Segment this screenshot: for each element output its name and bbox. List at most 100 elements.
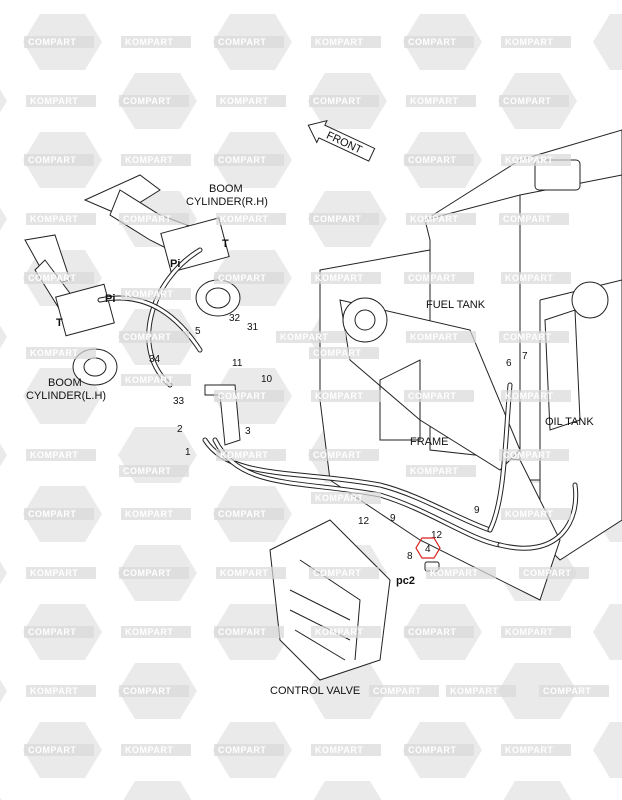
watermark-text: COMPART xyxy=(218,627,266,637)
watermark-band xyxy=(119,465,189,477)
watermark-band xyxy=(24,154,94,166)
watermark-text: COMPART xyxy=(408,155,456,165)
watermark-shape xyxy=(0,207,7,231)
callout-9a: 9 xyxy=(390,513,396,524)
watermark-band xyxy=(404,272,474,284)
watermark-text: KOMPART xyxy=(30,568,78,578)
watermark-text: COMPART xyxy=(503,96,551,106)
label-boom-lh-1: BOOM xyxy=(48,377,82,389)
label-boom-rh-2: CYLINDER(R.H) xyxy=(186,196,268,208)
watermark-shape xyxy=(0,797,2,800)
watermark-shape xyxy=(0,561,7,585)
port-t-lh: T xyxy=(56,317,63,329)
watermark-band xyxy=(216,95,286,107)
watermark-text: KOMPART xyxy=(280,332,328,342)
watermark-band xyxy=(214,154,284,166)
watermark-shape xyxy=(0,325,7,349)
watermark-band xyxy=(519,567,589,579)
watermark-text: KOMPART xyxy=(125,627,173,637)
watermark-text: KOMPART xyxy=(30,348,78,358)
watermark-shape xyxy=(593,604,622,660)
watermark-band xyxy=(214,36,284,48)
port-t-rh: T xyxy=(222,238,229,250)
watermark-band xyxy=(121,374,191,386)
watermark-text: COMPART xyxy=(123,214,171,224)
callout-4: 4 xyxy=(425,544,431,555)
watermark-band xyxy=(406,95,476,107)
port-pi-lh: Pi xyxy=(105,293,115,305)
watermark-text: COMPART xyxy=(28,37,76,47)
callout-7: 7 xyxy=(522,351,528,362)
watermark-band xyxy=(24,36,94,48)
callout-2: 2 xyxy=(177,424,183,435)
watermark-text: KOMPART xyxy=(220,96,268,106)
watermark-band xyxy=(24,508,94,520)
machine-frame-drawing xyxy=(319,129,622,601)
watermark-shape xyxy=(0,89,7,113)
watermark-text: COMPART xyxy=(123,466,171,476)
watermark-band xyxy=(121,36,191,48)
watermark-text: COMPART xyxy=(408,627,456,637)
port-pc2: pc2 xyxy=(396,575,415,587)
watermark-band xyxy=(499,331,569,343)
watermark-text: COMPART xyxy=(408,37,456,47)
watermark-text: COMPART xyxy=(28,745,76,755)
watermark-text: COMPART xyxy=(218,37,266,47)
watermark-band xyxy=(309,95,379,107)
watermark-text: KOMPART xyxy=(315,273,363,283)
watermark-band xyxy=(406,331,476,343)
watermark-band xyxy=(119,213,189,225)
callout-6: 6 xyxy=(506,358,512,369)
watermark-band xyxy=(539,685,609,697)
watermark-band xyxy=(406,213,476,225)
watermark-text: COMPART xyxy=(313,348,361,358)
watermark-band xyxy=(499,449,569,461)
callout-32: 32 xyxy=(229,313,241,324)
watermark-band xyxy=(501,508,571,520)
watermark-text: KOMPART xyxy=(30,450,78,460)
watermark-band xyxy=(26,95,96,107)
watermark-text: KOMPART xyxy=(125,745,173,755)
watermark-band xyxy=(404,36,474,48)
watermark-band xyxy=(121,154,191,166)
watermark-text: KOMPART xyxy=(410,214,458,224)
front-label: FRONT xyxy=(324,130,364,157)
watermark-band xyxy=(119,567,189,579)
watermark-text: KOMPART xyxy=(315,493,363,503)
watermark-band xyxy=(26,347,96,359)
watermark-text: KOMPART xyxy=(505,627,553,637)
watermark-band xyxy=(404,154,474,166)
watermark-band xyxy=(119,685,189,697)
watermark-text: COMPART xyxy=(313,568,361,578)
watermark-band xyxy=(119,331,189,343)
watermark-text: KOMPART xyxy=(505,509,553,519)
watermark-text: KOMPART xyxy=(315,37,363,47)
watermark-band xyxy=(404,626,474,638)
watermark-shape xyxy=(503,781,572,800)
watermark-text: COMPART xyxy=(503,332,551,342)
watermark-band xyxy=(121,508,191,520)
watermark-text: COMPART xyxy=(28,627,76,637)
watermark-shape xyxy=(593,722,622,778)
watermark-text: KOMPART xyxy=(430,568,478,578)
watermark-band xyxy=(404,744,474,756)
watermark-band xyxy=(426,567,496,579)
watermark-band xyxy=(501,390,571,402)
highlighted-callout-4[interactable]: 4 xyxy=(415,537,441,559)
watermark-band xyxy=(501,272,571,284)
label-control-valve: CONTROL VALVE xyxy=(270,685,360,697)
watermark-text: COMPART xyxy=(123,686,171,696)
watermark-text: COMPART xyxy=(503,450,551,460)
callout-12a: 12 xyxy=(358,516,370,527)
watermark-text: KOMPART xyxy=(125,37,173,47)
watermark-band xyxy=(26,685,96,697)
watermark-shape xyxy=(313,781,382,800)
watermark-text: KOMPART xyxy=(315,391,363,401)
watermark-text: KOMPART xyxy=(505,37,553,47)
watermark-text: COMPART xyxy=(373,686,421,696)
watermark-text: COMPART xyxy=(218,509,266,519)
watermark-band xyxy=(446,685,516,697)
watermark-band xyxy=(24,272,94,284)
watermark-text: COMPART xyxy=(313,96,361,106)
watermark-text: COMPART xyxy=(408,273,456,283)
